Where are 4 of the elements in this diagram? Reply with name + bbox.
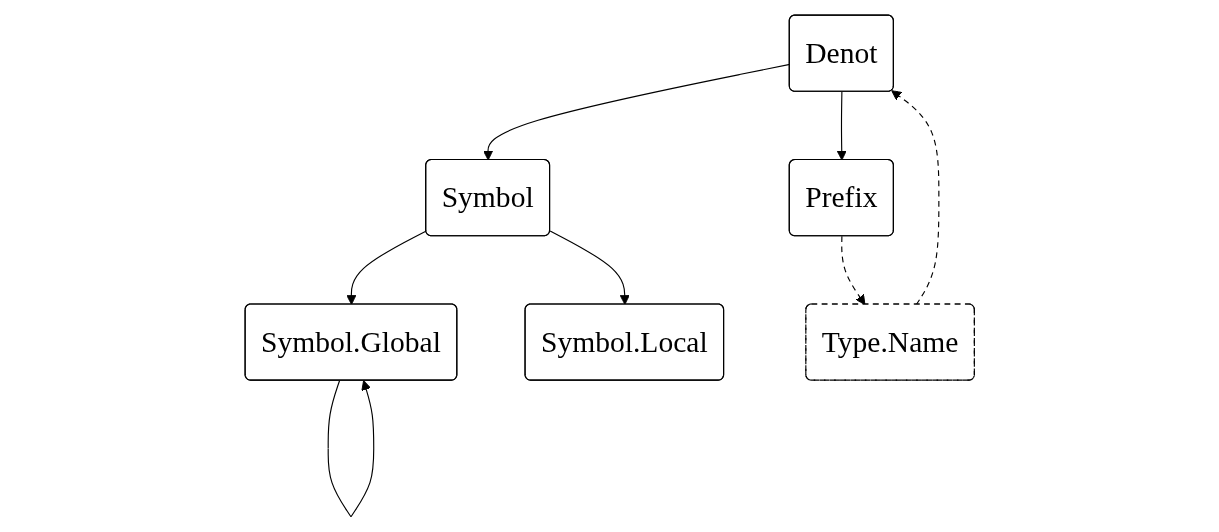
arrow [346,230,427,305]
arrow [840,235,866,305]
arrow [549,230,630,305]
arrow [836,91,847,161]
